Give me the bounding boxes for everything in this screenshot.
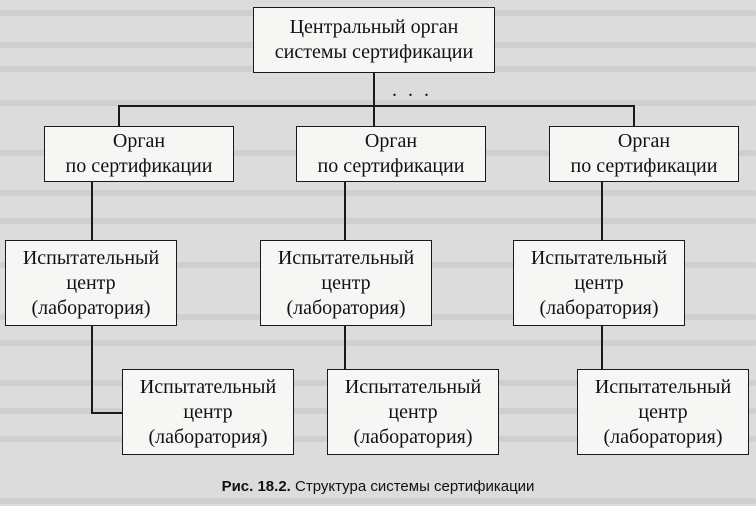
testing-lab-lower-1: Испытательный центр (лаборатория) bbox=[122, 369, 294, 455]
figure-caption-label: Рис. 18.2. bbox=[221, 478, 291, 495]
testing-lab-lower-2: Испытательный центр (лаборатория) bbox=[327, 369, 499, 455]
figure-caption: Рис. 18.2. Структура системы сертификаци… bbox=[0, 477, 756, 497]
testing-lab-lower-1-line3: (лаборатория) bbox=[148, 425, 268, 448]
testing-lab-lower-3-line1: Испытательный bbox=[594, 375, 732, 398]
testing-lab-upper-1-line1: Испытательный bbox=[22, 246, 160, 269]
certification-body-2-line1: Орган bbox=[364, 130, 418, 152]
certification-body-3-line2: по сертификации bbox=[570, 155, 718, 177]
testing-lab-lower-1-line1: Испытательный bbox=[139, 375, 277, 398]
central-body-line2: системы сертификации bbox=[274, 41, 474, 63]
testing-lab-upper-1-line2: центр bbox=[66, 271, 116, 294]
testing-lab-lower-1-line2: центр bbox=[183, 400, 233, 423]
testing-lab-lower-2-line1: Испытательный bbox=[344, 375, 482, 398]
connector-bus-body-3 bbox=[633, 105, 635, 126]
testing-lab-lower-2-line3: (лаборатория) bbox=[353, 425, 473, 448]
certification-body-1: Орган по сертификации bbox=[44, 126, 234, 182]
testing-lab-upper-2: Испытательный центр (лаборатория) bbox=[260, 240, 432, 326]
certification-body-2-line2: по сертификации bbox=[317, 155, 465, 177]
testing-lab-lower-3-line2: центр bbox=[638, 400, 688, 423]
testing-lab-upper-3: Испытательный центр (лаборатория) bbox=[513, 240, 685, 326]
certification-body-3: Орган по сертификации bbox=[549, 126, 739, 182]
connector-top-bus bbox=[118, 105, 634, 107]
testing-lab-upper-2-line3: (лаборатория) bbox=[286, 296, 406, 319]
connector-central-down bbox=[373, 72, 375, 106]
testing-lab-upper-2-line1: Испытательный bbox=[277, 246, 415, 269]
certification-body-1-line2: по сертификации bbox=[65, 155, 213, 177]
testing-lab-lower-3-line3: (лаборатория) bbox=[603, 425, 723, 448]
central-certification-body: Центральный орган системы сертификации bbox=[253, 7, 495, 73]
connector-bus-body-1 bbox=[118, 105, 120, 126]
testing-lab-upper-3-line3: (лаборатория) bbox=[539, 296, 659, 319]
connector-branch-1a bbox=[91, 197, 92, 199]
testing-lab-upper-3-line2: центр bbox=[574, 271, 624, 294]
testing-lab-lower-3: Испытательный центр (лаборатория) bbox=[577, 369, 749, 455]
certification-body-2: Орган по сертификации bbox=[296, 126, 486, 182]
connector-bus-body-2 bbox=[373, 105, 375, 126]
central-body-line1: Центральный орган bbox=[289, 16, 459, 38]
certification-body-3-line1: Орган bbox=[617, 130, 671, 152]
testing-lab-upper-1: Испытательный центр (лаборатория) bbox=[5, 240, 177, 326]
ellipsis: . . . bbox=[392, 79, 432, 101]
connector-branch-1b bbox=[91, 412, 122, 414]
testing-lab-upper-2-line2: центр bbox=[321, 271, 371, 294]
certification-body-1-line1: Орган bbox=[112, 130, 166, 152]
testing-lab-upper-1-line3: (лаборатория) bbox=[31, 296, 151, 319]
testing-lab-lower-2-line2: центр bbox=[388, 400, 438, 423]
figure-caption-text: Структура системы сертификации bbox=[295, 478, 535, 495]
testing-lab-upper-3-line1: Испытательный bbox=[530, 246, 668, 269]
